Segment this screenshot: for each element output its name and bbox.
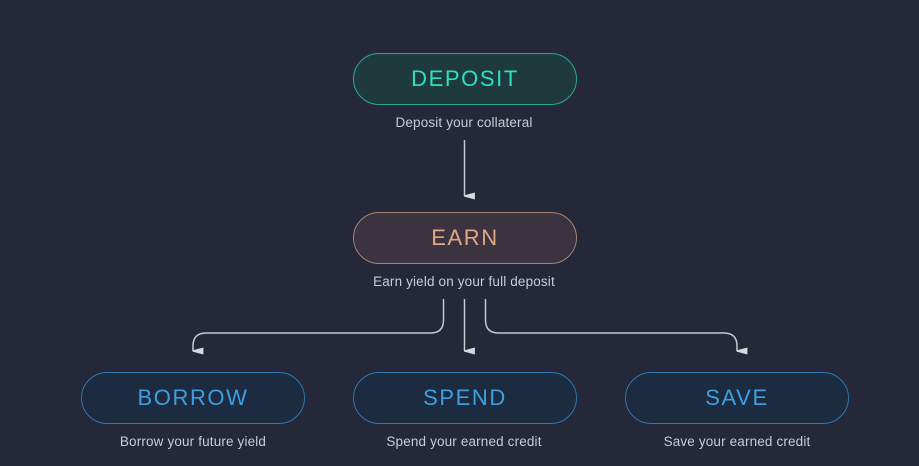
node-borrow[interactable]: BORROW	[81, 372, 305, 424]
node-earn-label: EARN	[431, 225, 499, 250]
node-spend-caption: Spend your earned credit	[386, 434, 542, 449]
node-deposit-caption: Deposit your collateral	[395, 115, 533, 130]
node-spend[interactable]: SPEND	[353, 372, 577, 424]
node-borrow-caption: Borrow your future yield	[119, 434, 267, 449]
node-deposit-label: DEPOSIT	[411, 66, 519, 91]
node-save[interactable]: SAVE	[625, 372, 849, 424]
node-earn-caption: Earn yield on your full deposit	[373, 274, 555, 289]
node-deposit[interactable]: DEPOSIT	[353, 53, 577, 105]
edge-earn-to-save	[484, 299, 748, 355]
node-borrow-label: BORROW	[137, 385, 249, 410]
node-save-caption: Save your earned credit	[663, 434, 811, 449]
node-save-label: SAVE	[705, 385, 769, 410]
node-spend-label: SPEND	[423, 385, 507, 410]
node-earn[interactable]: EARN	[353, 212, 577, 264]
edge-earn-to-borrow	[192, 299, 445, 355]
